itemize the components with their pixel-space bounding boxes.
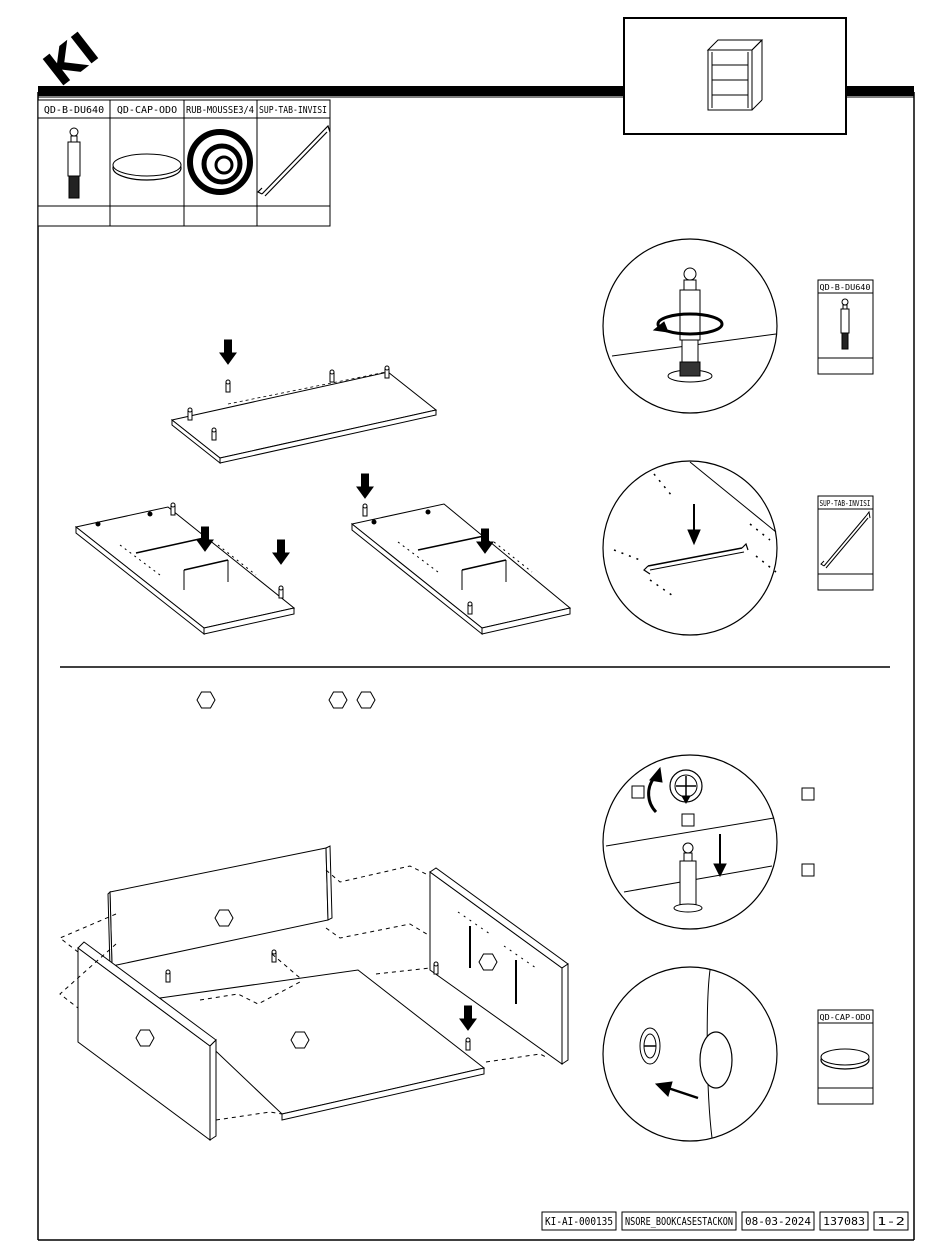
part-code-1: QD-CAP-ODO <box>117 105 177 116</box>
part-code-0: QD-B-DU640 <box>44 105 104 116</box>
callout-code-cam-bolt: QD-B-DU640 <box>820 283 871 292</box>
cover-cap-icon <box>821 1049 869 1069</box>
footer-doc-id: KI-AI-000135 <box>545 1215 613 1228</box>
part-code-2: RUB-MOUSSE3/4 <box>186 105 254 116</box>
footer-page: 1-2 <box>877 1215 905 1228</box>
step2-panel-markers <box>197 692 375 708</box>
part-code-3: SUP-TAB-INVISI <box>259 105 327 116</box>
panel-marker-icon <box>197 692 215 708</box>
footer-info: KI-AI-000135 NSORE_BOOKCASESTACKON 08-03… <box>542 1212 908 1230</box>
step1-shelf-right <box>352 474 570 634</box>
callout-code-cover-cap: QD-CAP-ODO <box>820 1013 871 1022</box>
product-preview <box>624 18 846 134</box>
panel-marker-icon <box>329 692 347 708</box>
checkbox-marker <box>802 788 814 800</box>
footer-date: 08-03-2024 <box>745 1215 811 1228</box>
arrow-down-icon <box>357 474 373 498</box>
brand-logo: KI <box>34 22 109 97</box>
checkbox-marker <box>632 786 644 798</box>
checkbox-marker <box>682 814 694 826</box>
step1-shelf-left <box>76 503 294 634</box>
arrow-down-icon <box>273 540 289 564</box>
callout-code-shelf-support: SUP-TAB-INVISI <box>820 499 871 508</box>
cover-cap-icon <box>113 154 181 180</box>
detail-shelf-support <box>603 461 777 635</box>
step2-assembly <box>60 846 568 1140</box>
arrow-down-icon <box>460 1006 476 1030</box>
panel-marker-icon <box>357 692 375 708</box>
detail-cover-cap <box>603 967 777 1141</box>
parts-table: QD-B-DU640 QD-CAP-ODO RUB-MOUSSE3/4 SUP-… <box>38 100 330 226</box>
arrow-down-icon <box>220 340 236 364</box>
step1-top-panel <box>172 340 436 463</box>
checkbox-marker <box>802 864 814 876</box>
footer-code: 137083 <box>823 1215 865 1228</box>
detail-cam-lock <box>603 755 777 929</box>
detail-cam-bolt-rotate <box>603 239 777 413</box>
footer-product: NSORE_BOOKCASESTACKON <box>625 1215 733 1228</box>
logo-text: KI <box>34 22 109 97</box>
callout-part-cam-bolt: QD-B-DU640 <box>818 280 873 374</box>
callout-part-shelf-support: SUP-TAB-INVISI <box>818 496 873 590</box>
callout-part-cover-cap: QD-CAP-ODO <box>818 1010 873 1104</box>
